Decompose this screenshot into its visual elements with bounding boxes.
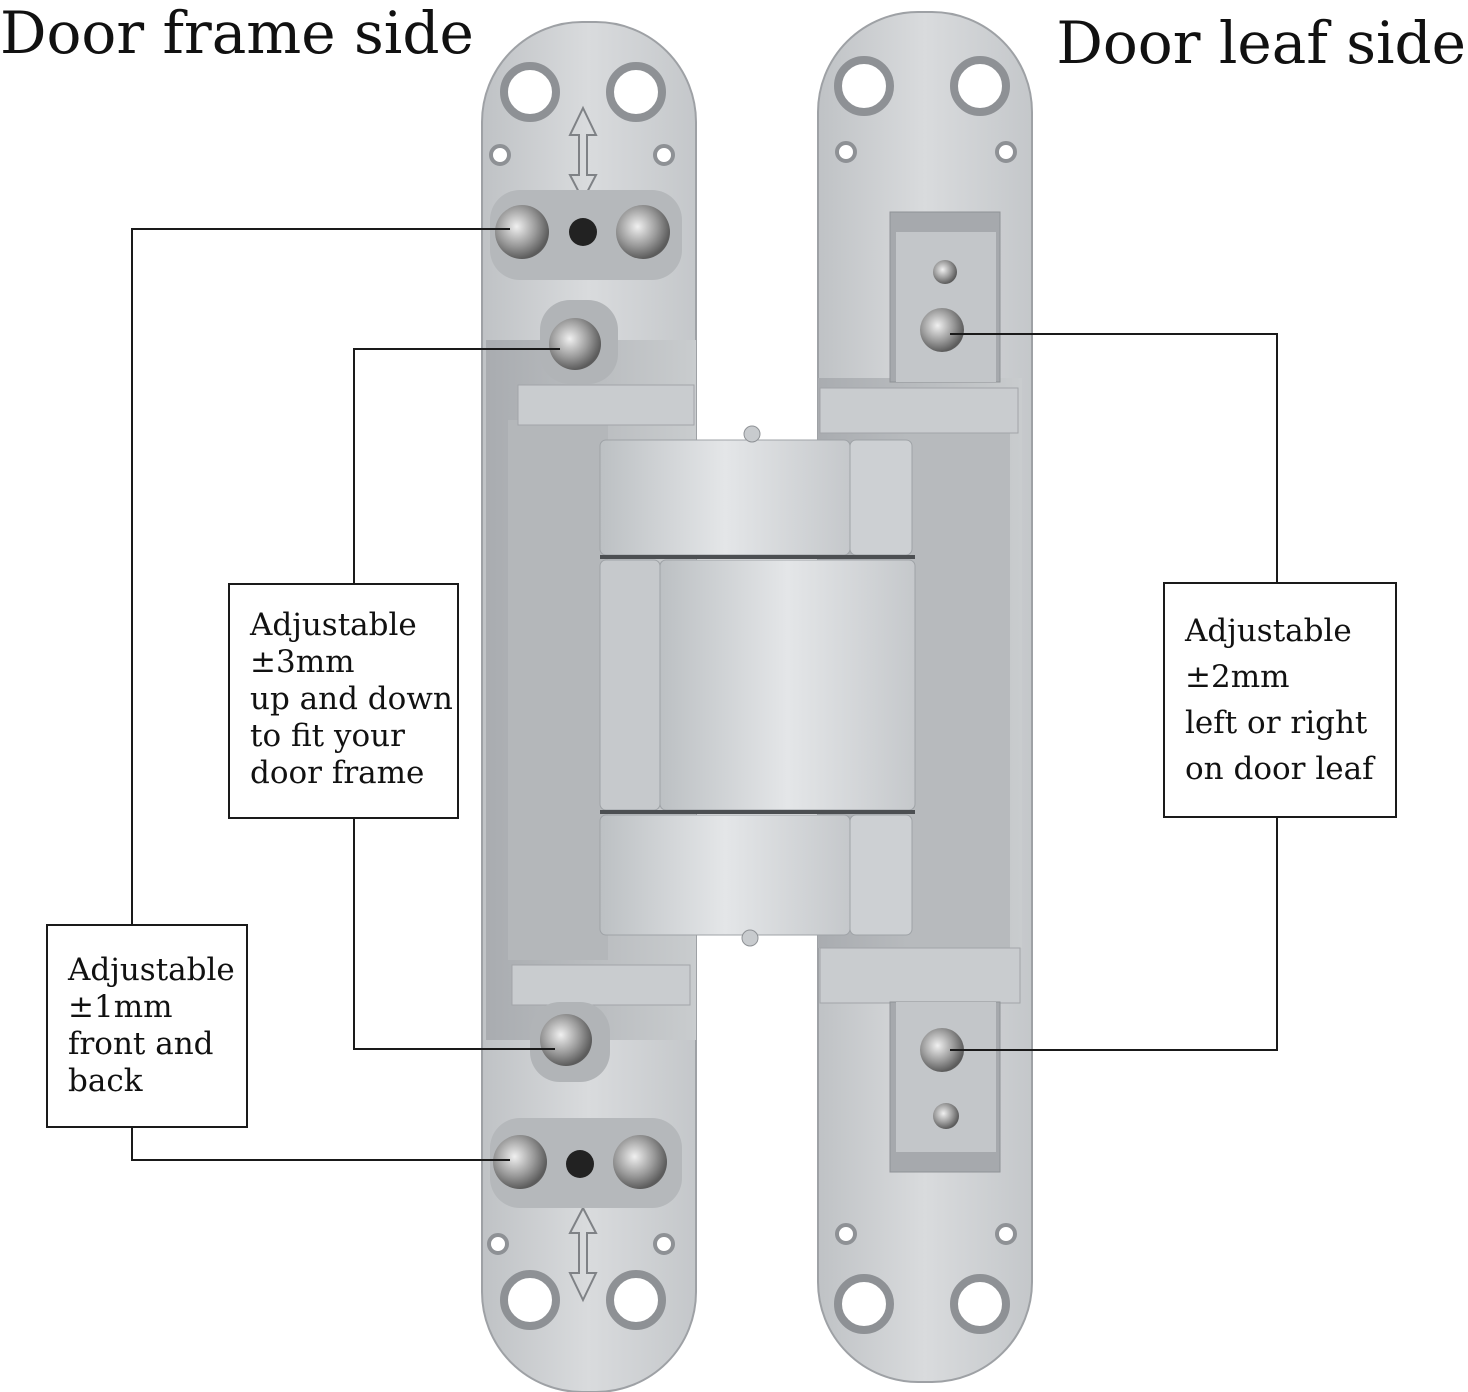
callout-line: back (68, 1063, 143, 1099)
connector-2mm-bottom (950, 818, 1278, 1051)
hinge-knuckle (599, 425, 916, 947)
connector-1mm-bottom (131, 1128, 510, 1161)
callout-line: ±2mm (1185, 659, 1290, 695)
callout-line: on door leaf (1185, 751, 1374, 787)
callout-up-down-adjust: Adjustable ±3mm up and down to fit your … (228, 583, 459, 819)
callout-line: left or right (1185, 705, 1368, 741)
callout-front-back-adjust: Adjustable ±1mm front and back (46, 924, 248, 1128)
connector-3mm-bottom (353, 819, 555, 1050)
connector-1mm-top (131, 228, 510, 924)
callout-line: Adjustable (68, 952, 235, 988)
connector-3mm-top (353, 348, 560, 583)
callout-line: Adjustable (250, 607, 417, 643)
callout-line: ±1mm (68, 989, 173, 1025)
door-frame-side-title: Door frame side (0, 0, 474, 67)
door-leaf-side-title: Door leaf side (1056, 9, 1466, 77)
connector-lines (131, 228, 1278, 1161)
callout-line: Adjustable (1185, 613, 1352, 649)
callout-line: door frame (250, 755, 425, 791)
callout-line: to fit your (250, 718, 405, 754)
leaf-plate (817, 11, 1033, 1383)
callout-left-right-adjust: Adjustable ±2mm left or right on door le… (1163, 582, 1397, 818)
callout-line: ±3mm (250, 644, 355, 680)
connector-2mm-top (950, 333, 1278, 582)
callout-line: front and (68, 1026, 214, 1062)
callout-line: up and down (250, 681, 453, 717)
